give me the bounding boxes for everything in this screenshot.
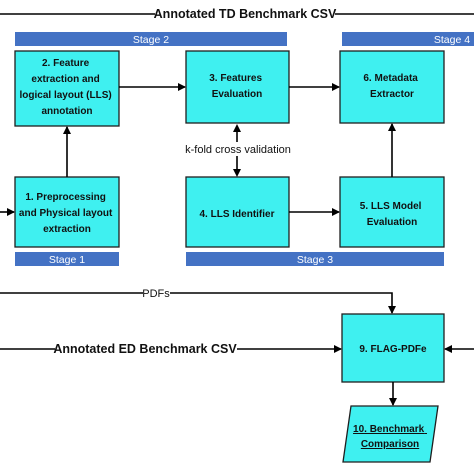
box-feature-extraction-text: 2. Feature extraction and logical layout… bbox=[19, 58, 114, 117]
top-csv-label: Annotated TD Benchmark CSV bbox=[154, 7, 337, 21]
stage-1-band bbox=[15, 252, 119, 266]
box-preprocessing-text: 1. Preprocessing and Physical layout ext… bbox=[19, 192, 115, 235]
box-feature-extraction bbox=[14, 50, 120, 127]
stage-4-band bbox=[342, 32, 474, 46]
kfold-label-bg bbox=[180, 142, 298, 156]
box-metadata-extractor-text: 6. Metadata Extractor bbox=[363, 73, 420, 100]
box-benchmark-comparison-text: 10. Benchmark Comparison bbox=[353, 424, 427, 450]
stage-2-label: Stage 2 bbox=[133, 34, 169, 46]
stage-3-label: Stage 3 bbox=[297, 254, 333, 266]
stage-1-label: Stage 1 bbox=[49, 254, 85, 266]
box-preprocessing bbox=[14, 176, 120, 248]
stage-2-band bbox=[15, 32, 287, 46]
kfold-label: k-fold cross validation bbox=[185, 144, 291, 156]
kfold-arrowhead-down bbox=[233, 169, 241, 177]
stage-3-band bbox=[186, 252, 444, 266]
box-lls-model-evaluation bbox=[339, 176, 445, 248]
stage-4-label: Stage 4 bbox=[434, 34, 470, 46]
kfold-arrowhead-up bbox=[233, 124, 241, 132]
box-features-evaluation-text: 3. Features Evaluation bbox=[209, 73, 265, 100]
box-features-evaluation bbox=[185, 50, 290, 124]
box-flag-pdfe bbox=[341, 313, 445, 383]
pdfs-label: PDFs bbox=[142, 288, 170, 300]
box-flag-pdfe-text: 9. FLAG-PDFe bbox=[359, 344, 427, 355]
box-benchmark-comparison bbox=[342, 405, 439, 463]
box-lls-identifier-text: 4. LLS Identifier bbox=[199, 209, 274, 220]
box-metadata-extractor bbox=[339, 50, 445, 124]
pdfs-arrow-to-9 bbox=[170, 292, 396, 314]
box-lls-model-evaluation-text: 5. LLS Model Evaluation bbox=[360, 201, 424, 228]
ed-csv-label: Annotated ED Benchmark CSV bbox=[53, 342, 237, 356]
